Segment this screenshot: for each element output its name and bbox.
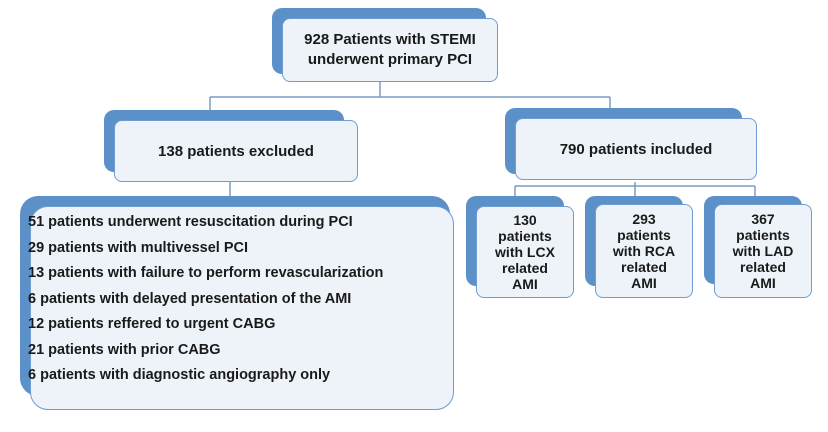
excluded-node: 138 patients excluded — [114, 120, 358, 182]
lcx-line4: AMI — [512, 276, 538, 292]
exclusion-reason: 13 patients with failure to perform reva… — [28, 265, 384, 281]
included-node: 790 patients included — [515, 118, 757, 180]
exclusion-reason-list: 51 patients underwent resuscitation duri… — [28, 210, 448, 389]
root-node-line1: 928 Patients with STEMI — [304, 31, 476, 48]
exclusion-reason: 6 patients with diagnostic angiography o… — [28, 367, 331, 383]
exclusion-reason: 51 patients underwent resuscitation duri… — [28, 214, 353, 230]
rca-line3: related — [621, 259, 667, 275]
rca-line1: patients — [617, 227, 671, 243]
exclusion-list-box — [30, 206, 454, 410]
lcx-node: 130 patients with LCX related AMI — [476, 206, 574, 298]
lad-line2: with LAD — [732, 243, 794, 259]
exclusion-reason: 12 patients reffered to urgent CABG — [28, 316, 276, 332]
rca-node: 293 patients with RCA related AMI — [595, 204, 693, 298]
exclusion-reason: 21 patients with prior CABG — [28, 341, 221, 358]
lcx-line3: related — [502, 260, 548, 276]
rca-line2: with RCA — [612, 243, 676, 259]
lcx-line1: patients — [498, 228, 552, 244]
excluded-node-label: 138 patients excluded — [158, 142, 314, 160]
root-node-line2: underwent primary PCI — [307, 51, 473, 68]
lad-line1: patients — [736, 227, 790, 243]
lcx-count: 130 — [513, 212, 537, 228]
rca-line4: AMI — [631, 275, 657, 291]
included-node-label: 790 patients included — [559, 140, 713, 158]
lcx-line2: with LCX — [495, 244, 555, 260]
root-node: 928 Patients with STEMI underwent primar… — [282, 18, 498, 82]
rca-count: 293 — [632, 211, 656, 227]
lad-line4: AMI — [750, 275, 776, 291]
lad-node: 367 patients with LAD related AMI — [714, 204, 812, 298]
lad-count: 367 — [751, 211, 775, 227]
exclusion-reason: 29 patients with multivessel PCI — [28, 239, 248, 256]
exclusion-reason: 6 patients with delayed presentation of … — [28, 290, 352, 307]
lad-line3: related — [740, 259, 786, 275]
